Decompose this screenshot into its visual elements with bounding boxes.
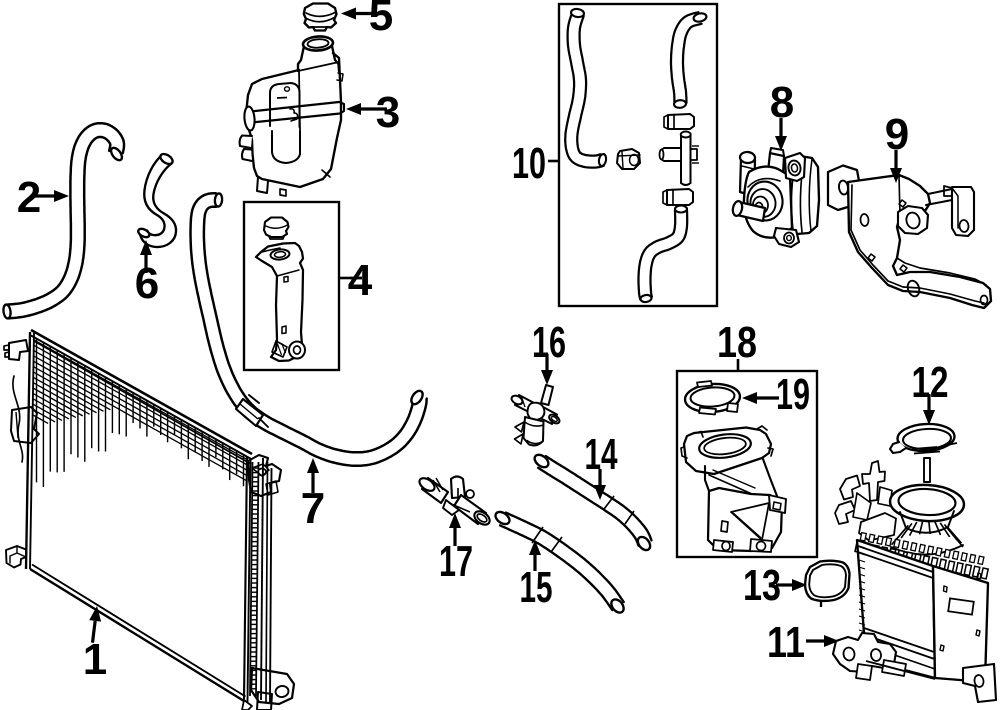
svg-text:10: 10 [512,139,546,188]
svg-text:18: 18 [717,318,757,367]
svg-text:16: 16 [532,318,566,367]
svg-text:19: 19 [776,370,810,419]
svg-text:4: 4 [348,256,373,305]
svg-text:5: 5 [369,0,393,40]
svg-text:13: 13 [743,561,781,610]
svg-text:1: 1 [83,635,107,684]
svg-text:15: 15 [520,563,553,612]
svg-text:11: 11 [767,618,805,667]
svg-text:3: 3 [376,88,400,137]
